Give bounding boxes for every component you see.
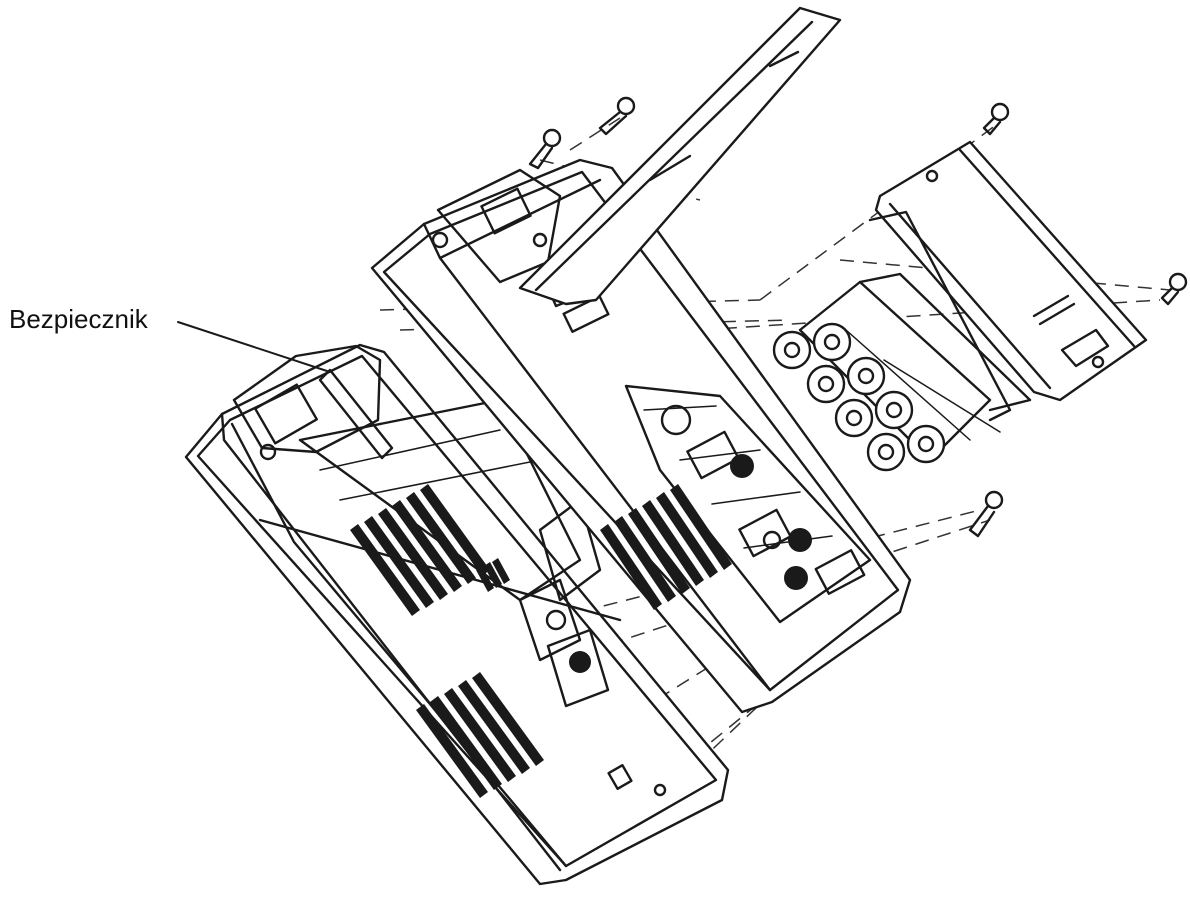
rear-vents [600,484,732,610]
battery-springs [730,454,812,590]
screw-lower-right [968,490,1004,538]
screw-top-left [528,128,562,170]
screws [528,96,1188,538]
rear-housing [370,158,912,714]
battery-cover [868,140,1148,422]
front-vents-upper [350,484,490,616]
tilt-stand [518,6,842,306]
battery-ends [772,322,946,472]
fuse-callout-label: Bezpiecznik [9,304,148,334]
batteries [772,272,1032,472]
screw-top-center [598,96,636,136]
front-connector-pins [476,558,510,592]
front-housing [184,343,730,886]
screw-top-right [982,102,1010,136]
screw-right [1160,272,1188,306]
fuse-callout-leader [177,321,331,373]
front-vents-lower [416,672,544,798]
